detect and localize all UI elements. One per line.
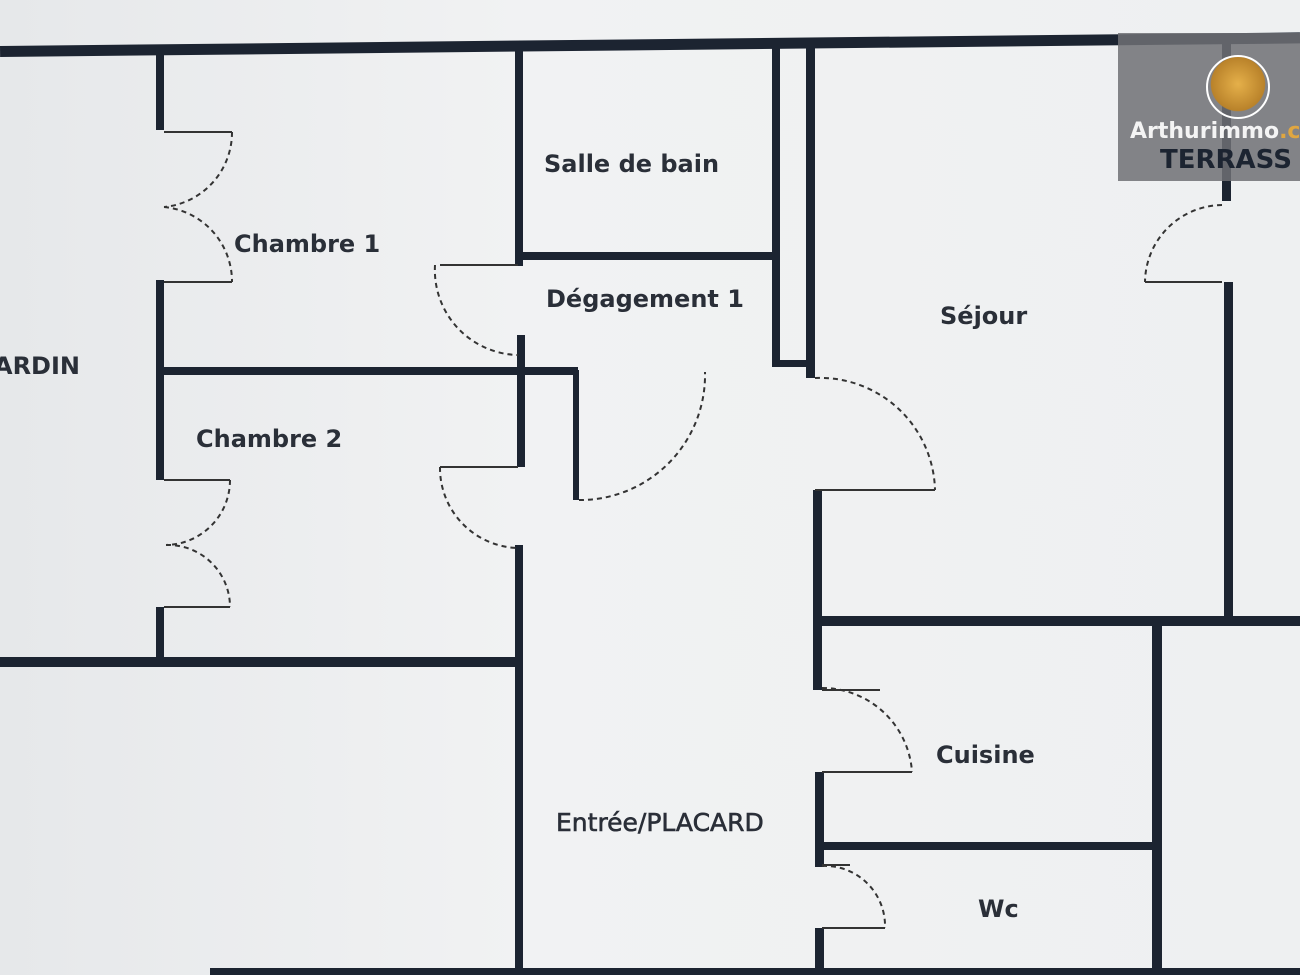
wall xyxy=(160,367,578,375)
room-label-sejour: Séjour xyxy=(940,302,1028,330)
wall xyxy=(156,50,164,130)
room-label-jardin: ARDIN xyxy=(0,352,80,380)
room-label-entree: Entrée/PLACARD xyxy=(556,808,764,838)
wall xyxy=(815,928,824,975)
wall xyxy=(210,968,1300,975)
wall xyxy=(0,657,522,667)
wall xyxy=(813,490,822,690)
wall xyxy=(156,280,164,480)
room-label-wc: Wc xyxy=(978,895,1019,923)
wall xyxy=(820,616,1300,626)
room-label-chambre-1: Chambre 1 xyxy=(234,230,381,258)
wall xyxy=(820,842,1158,850)
logo-brand: Arthurimmo.c xyxy=(1130,119,1300,144)
wall xyxy=(1152,622,1162,975)
wall xyxy=(815,772,824,867)
wall xyxy=(515,44,523,266)
logo-emblem-icon xyxy=(1206,55,1270,119)
wall xyxy=(806,40,815,378)
wall xyxy=(156,607,164,662)
wall xyxy=(772,42,780,367)
watermark-logo: Arthurimmo.c TERRASS xyxy=(1118,33,1300,181)
room-label-terrasse: TERRASS xyxy=(1160,145,1292,175)
wall xyxy=(515,545,523,975)
room-label-cuisine: Cuisine xyxy=(936,741,1035,769)
wall xyxy=(573,370,579,500)
wall xyxy=(517,335,525,467)
room-label-salle-de-bain: Salle de bain xyxy=(544,150,720,178)
wall xyxy=(775,360,811,367)
room-label-degagement: Dégagement 1 xyxy=(546,285,744,313)
wall xyxy=(518,252,780,260)
wall xyxy=(1224,282,1233,616)
room-label-chambre-2: Chambre 2 xyxy=(196,425,343,453)
